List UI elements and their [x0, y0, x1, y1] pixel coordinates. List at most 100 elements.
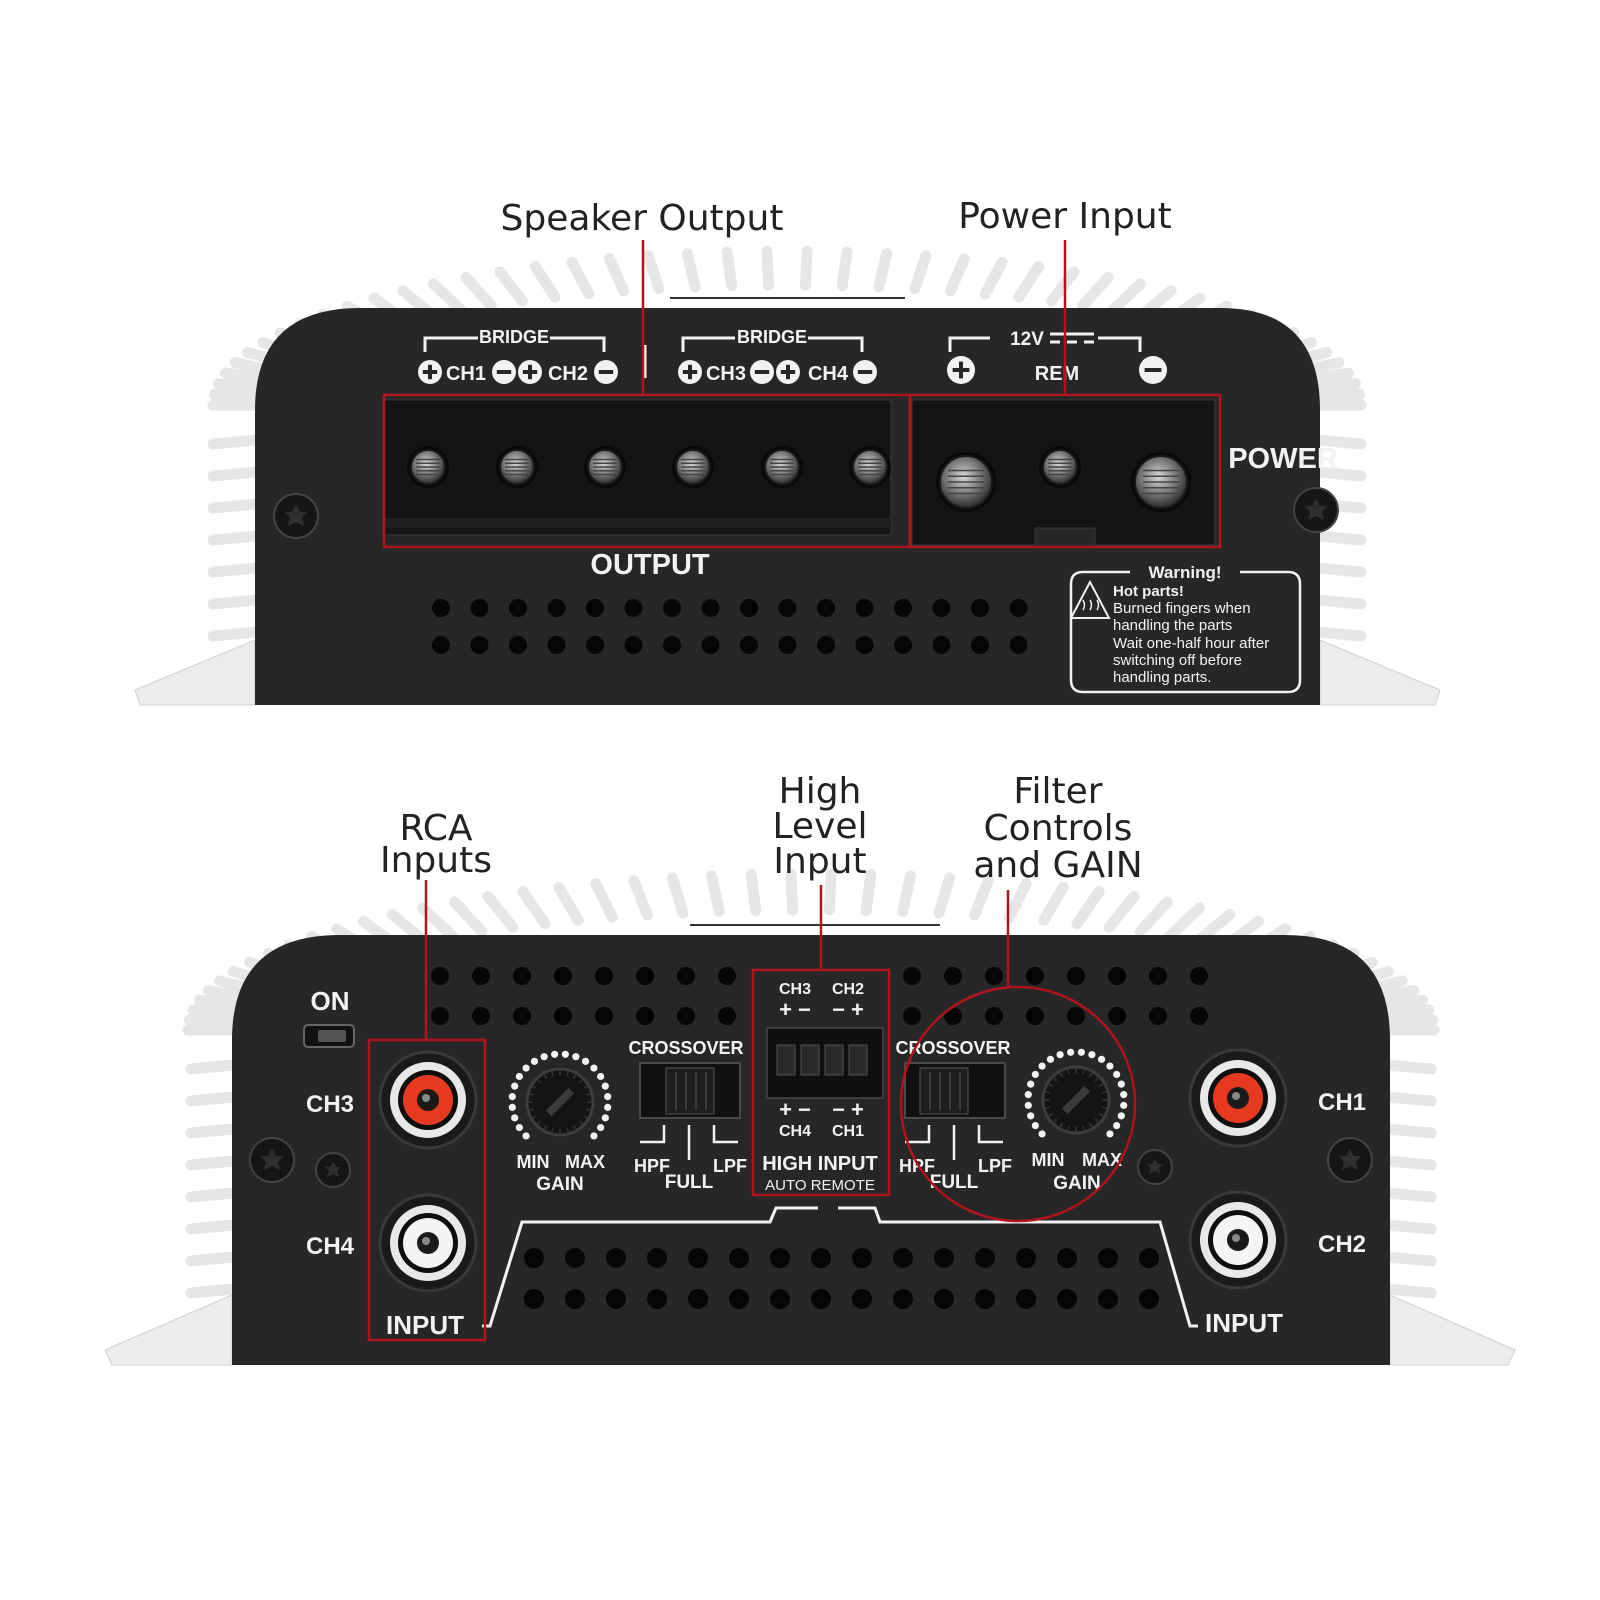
top-right-foot — [1319, 639, 1441, 706]
left-gain-max: MAX — [565, 1152, 605, 1172]
gain-tick — [1024, 1101, 1032, 1109]
heatsink-fin — [1379, 1014, 1439, 1028]
vent-hole — [932, 599, 951, 617]
gain-tick — [601, 1114, 609, 1122]
vent-hole — [770, 1248, 790, 1268]
heatsink-fin — [823, 868, 837, 916]
top-ch3-label: CH3 — [706, 363, 746, 385]
left-gain-min: MIN — [517, 1152, 550, 1172]
heatsink-fin — [183, 1014, 243, 1028]
heatsink-fin — [1309, 388, 1366, 403]
vent-hole — [770, 1289, 790, 1309]
rca-jacks[interactable] — [378, 1048, 1288, 1293]
terminal-screw[interactable] — [936, 452, 996, 512]
heatsink-fin — [1382, 1155, 1437, 1171]
vent-hole — [934, 1289, 954, 1309]
heatsink-fin — [1312, 562, 1367, 578]
vent-hole — [432, 636, 450, 654]
high-level-callout-line-3: Input — [773, 841, 866, 882]
terminal-screw[interactable] — [584, 446, 626, 488]
gain-tick — [590, 1064, 598, 1072]
terminal-screws[interactable] — [407, 446, 1191, 512]
heatsink-fin — [706, 870, 725, 918]
gain-knob[interactable] — [508, 1050, 612, 1140]
vent-hole — [1108, 967, 1126, 985]
vent-hole — [975, 1248, 995, 1268]
rca-jack-red[interactable] — [378, 1050, 478, 1150]
gain-tick — [515, 1123, 523, 1132]
high-level-callout-line-1: High — [779, 771, 862, 812]
plus-terminal-icon — [776, 360, 800, 384]
vent-hole — [1057, 1289, 1077, 1309]
vent-hole — [624, 599, 643, 617]
heatsink-fin — [969, 874, 994, 921]
vent-hole — [647, 1248, 667, 1268]
auto-remote-label: AUTO REMOTE — [765, 1177, 875, 1194]
heatsink-fin — [187, 1004, 247, 1021]
terminal-screw[interactable] — [407, 446, 449, 488]
left-crossover-label: CROSSOVER — [628, 1038, 743, 1058]
vent-hole — [677, 1007, 695, 1025]
top-amplifier: BRIDGE BRIDGE 12V CH1 CH2 CH3 CH4 REM PO… — [134, 196, 1441, 706]
rca-callout-line-2: Inputs — [380, 840, 492, 881]
terminal-screw[interactable] — [1039, 446, 1081, 488]
terminal-screw[interactable] — [496, 446, 538, 488]
vent-hole — [718, 1007, 736, 1025]
terminal-screw[interactable] — [761, 446, 803, 488]
heatsink-fin — [185, 1187, 240, 1203]
heatsink-fin — [761, 245, 775, 291]
vent-hole — [811, 1289, 831, 1309]
twelve-v-label: 12V — [1010, 329, 1044, 350]
heatsink-fin — [553, 881, 584, 926]
plus-terminal-icon — [418, 360, 442, 384]
rca-jack-white[interactable] — [378, 1193, 478, 1293]
gain-tick — [590, 1132, 598, 1140]
heatsink-fin — [1134, 896, 1173, 938]
vent-hole — [903, 967, 921, 985]
heatsink-fin — [207, 594, 262, 610]
gain-tick — [1046, 1055, 1055, 1063]
heatsink-fin — [873, 248, 893, 293]
heatsink-fin — [897, 870, 916, 918]
terminal-screw[interactable] — [849, 446, 891, 488]
vent-hole — [509, 599, 527, 617]
power-on-switch-knob[interactable] — [318, 1030, 346, 1042]
left-full-label: FULL — [665, 1172, 714, 1193]
warning-label: Warning! Hot parts! Burned fingers when … — [1069, 563, 1302, 694]
rca-jack-white[interactable] — [1188, 1190, 1288, 1290]
hot-surface-icon — [1069, 579, 1111, 619]
gain-tick — [1038, 1062, 1046, 1070]
heatsink-fin — [1312, 626, 1367, 642]
gain-tick — [508, 1103, 516, 1111]
vent-hole — [894, 599, 912, 617]
dc-symbol-icon — [1050, 332, 1094, 344]
warning-line-2: handling the parts — [1113, 617, 1232, 634]
heatsink-fin — [185, 1219, 240, 1235]
vent-hole — [1098, 1248, 1118, 1268]
rca-jack-red[interactable] — [1188, 1048, 1288, 1148]
bridge-label-2: BRIDGE — [737, 327, 807, 347]
gain-knobs[interactable] — [508, 1048, 1128, 1140]
vent-hole — [1190, 967, 1208, 985]
gain-knob[interactable] — [1024, 1048, 1128, 1138]
vent-hole — [431, 967, 449, 985]
vent-hole — [985, 1007, 1003, 1025]
left-gain-label: GAIN — [536, 1174, 584, 1195]
gain-tick — [1067, 1048, 1075, 1056]
top-vent-holes — [432, 599, 1028, 654]
gain-tick — [1027, 1112, 1035, 1120]
hi-top-ch2-label: CH2 — [832, 981, 864, 998]
gain-tick — [1031, 1070, 1039, 1079]
terminal-screw[interactable] — [1131, 452, 1191, 512]
heatsink-fin — [208, 388, 265, 403]
vent-hole — [677, 967, 695, 985]
vent-hole — [1190, 1007, 1208, 1025]
heatsink-fin — [1312, 530, 1367, 546]
terminal-screw[interactable] — [672, 446, 714, 488]
gain-tick — [1056, 1051, 1064, 1059]
rca-callout-line-1: RCA — [400, 808, 473, 849]
left-lpf-label: LPF — [713, 1156, 747, 1176]
left-crossover-markers — [640, 1125, 738, 1160]
top-ch1-label: CH1 — [446, 363, 486, 385]
heatsink-fin — [1013, 261, 1045, 303]
